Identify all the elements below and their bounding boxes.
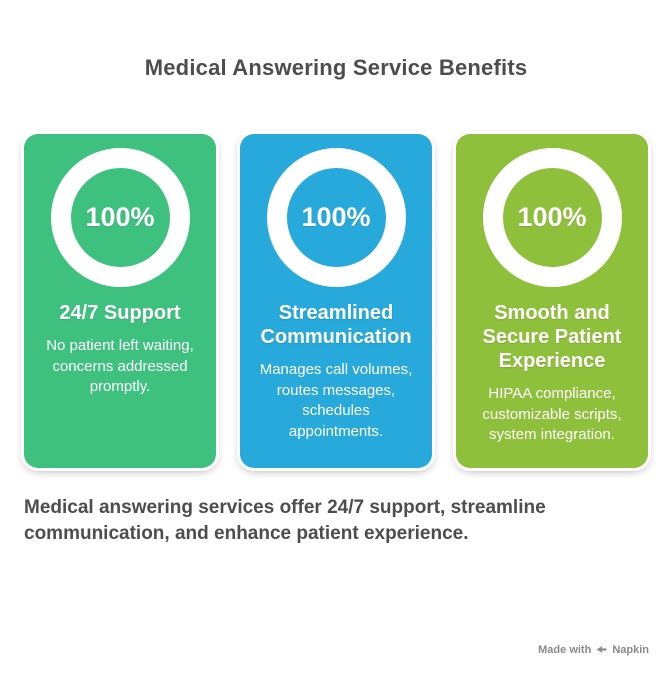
benefit-cards-row: 100% 24/7 Support No patient left waitin…	[0, 134, 672, 468]
summary-text: Medical answering services offer 24/7 su…	[24, 497, 546, 545]
pen-nib-icon	[595, 643, 608, 656]
card-title: Streamlined Communication	[260, 302, 412, 348]
percent-value: 100%	[301, 202, 371, 232]
card-description: HIPAA compliance, customizable scripts, …	[482, 385, 622, 444]
card-description: No patient left waiting, concerns addres…	[46, 337, 194, 396]
made-with-napkin-badge[interactable]: Made with Napkin	[538, 643, 649, 656]
benefit-card-support: 100% 24/7 Support No patient left waitin…	[24, 134, 216, 468]
made-with-label: Made with	[538, 643, 592, 656]
percent-donut-ring: 100%	[266, 148, 406, 287]
brand-label: Napkin	[612, 643, 649, 656]
percent-value: 100%	[85, 202, 155, 232]
benefit-card-communication: 100% Streamlined Communication Manages c…	[240, 134, 432, 468]
card-title: 24/7 Support	[59, 302, 181, 324]
card-title: Smooth and Secure Patient Experience	[482, 302, 622, 372]
infographic-canvas: { "title": "Medical Answering Service Be…	[0, 55, 672, 679]
benefit-card-patient-experience: 100% Smooth and Secure Patient Experienc…	[456, 134, 648, 468]
page-title: Medical Answering Service Benefits	[144, 55, 528, 80]
percent-donut-ring: 100%	[50, 148, 190, 287]
card-description: Manages call volumes, routes messages, s…	[259, 361, 413, 441]
percent-value: 100%	[517, 202, 587, 232]
percent-donut-ring: 100%	[482, 148, 622, 287]
